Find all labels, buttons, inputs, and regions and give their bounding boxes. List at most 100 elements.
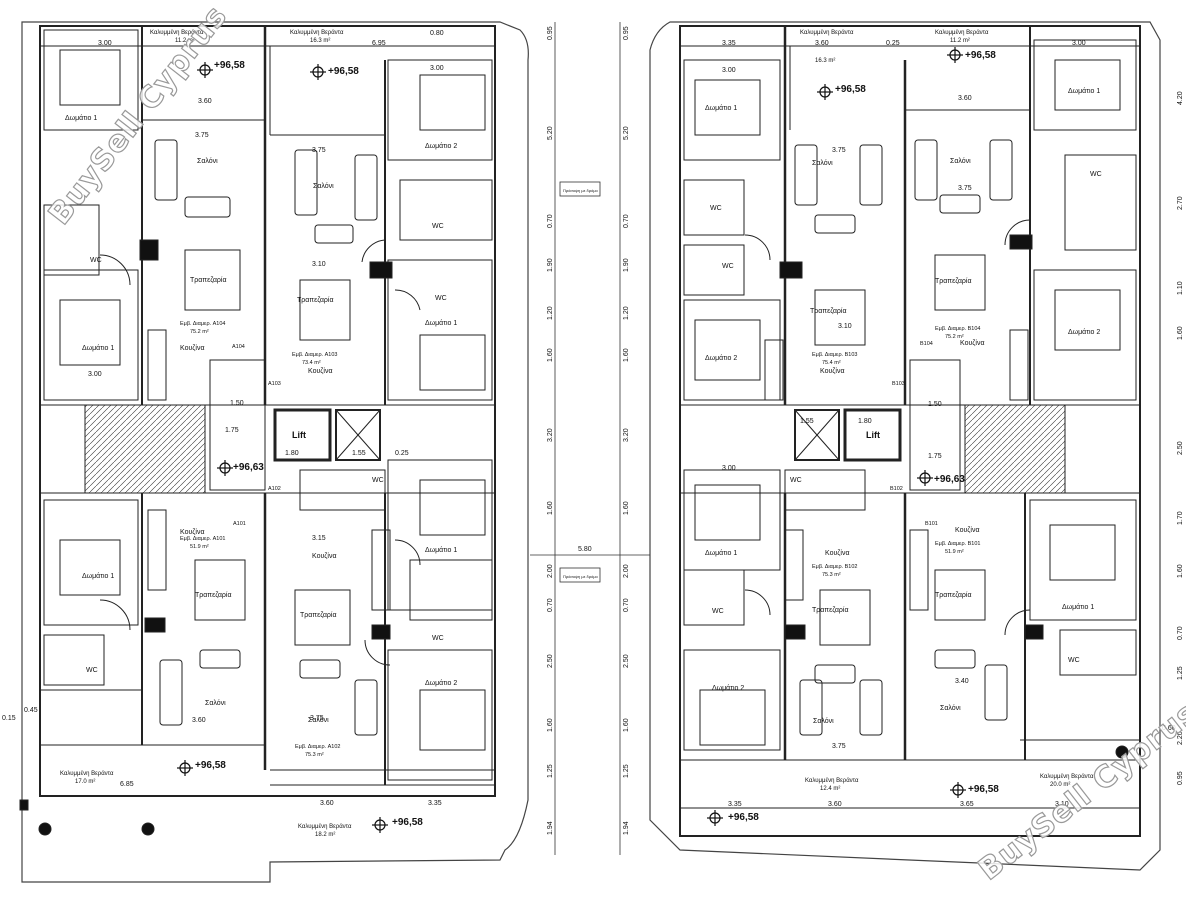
dimension: 3.20	[547, 428, 554, 442]
room-label: Σαλόνι	[197, 157, 218, 165]
dimension: 3.75	[312, 147, 326, 154]
dimension: 2.00	[623, 564, 630, 578]
flat-area-label: Εμβ. Διαμερ. B104	[935, 326, 980, 332]
flat-area: 73.4 m²	[302, 360, 321, 366]
dimension: 3.35	[428, 800, 442, 807]
dimension: 0.25	[395, 450, 409, 457]
veranda-label: Καλυμμένη Βεράντα	[298, 823, 352, 830]
dimension: 1.25	[547, 764, 554, 778]
dimension: 4.20	[1177, 91, 1184, 105]
dimension: 3.75	[195, 132, 209, 139]
flat-area: 75.2 m²	[945, 334, 964, 340]
veranda-area: 12.4 m²	[820, 786, 840, 792]
dimension: 3.00	[430, 65, 444, 72]
dimension: 1.75	[928, 453, 942, 460]
dimension: 2.00	[547, 564, 554, 578]
room-label: Δωμάτιο 1	[425, 319, 457, 327]
elevation-label: +96,58	[835, 84, 866, 95]
room-label: Σαλόνι	[940, 704, 961, 712]
dimension: 3.60	[198, 98, 212, 105]
dimension: 1.55	[352, 450, 366, 457]
dimension: 0.95	[623, 26, 630, 40]
dimension: 0.70	[547, 598, 554, 612]
veranda-label: Καλυμμένη Βεράντα	[290, 29, 344, 36]
room-label: Κουζίνα	[820, 367, 845, 375]
elevation-label: +96,58	[965, 50, 996, 61]
room-label: Δωμάτιο 1	[82, 572, 114, 580]
facade-label: Πρόσοψη με δρόμο	[563, 188, 599, 193]
flat-code: B102	[890, 486, 903, 492]
elevation-label: +96,58	[968, 784, 999, 795]
room-label: WC	[1068, 657, 1080, 664]
dimension: 1.50	[230, 400, 244, 407]
dimension: 2.50	[1177, 441, 1184, 455]
flat-code: A101	[233, 521, 246, 527]
dimension: 1.80	[285, 450, 299, 457]
flat-code: B103	[892, 381, 905, 387]
flat-code: A103	[268, 381, 281, 387]
room-label: Σαλόνι	[313, 182, 334, 190]
veranda-area: 20.0 m²	[1050, 782, 1070, 788]
room-label: Δωμάτιο 2	[712, 684, 744, 692]
dimension: 3.60	[815, 40, 829, 47]
dimension: 3.10	[1055, 801, 1069, 808]
flat-area-label: Εμβ. Διαμερ. B103	[812, 352, 857, 358]
room-label: Δωμάτιο 2	[1068, 328, 1100, 336]
dimension: 1.50	[928, 401, 942, 408]
dimension: 3.60	[192, 717, 206, 724]
room-label: Κουζίνα	[960, 339, 985, 347]
flat-area: 75.4 m²	[822, 360, 841, 366]
flat-area: 75.3 m²	[822, 572, 841, 578]
flat-code: A102	[268, 486, 281, 492]
lift-label: Lift	[866, 430, 880, 440]
elevation-label: +96,58	[214, 60, 245, 71]
veranda-area: 16.3 m²	[310, 38, 330, 44]
dimension: 0.95	[1177, 771, 1184, 785]
labels: +96,58 +96,58 +96,63 +96,58 +96,58 +96,5…	[2, 26, 1184, 838]
dimension: 1.90	[547, 258, 554, 272]
room-label: Δωμάτιο 2	[425, 679, 457, 687]
dimension: 1.25	[623, 764, 630, 778]
dimension: 5.20	[547, 126, 554, 140]
dimension: 1.25	[1177, 666, 1184, 680]
dimension: 3.00	[722, 465, 736, 472]
dimension: 3.60	[958, 95, 972, 102]
building-a	[19, 21, 529, 883]
veranda-label: Καλυμμένη Βεράντα	[60, 770, 114, 777]
room-label: WC	[1090, 171, 1102, 178]
room-label: Τραπεζαρία	[812, 606, 849, 614]
dimension: 3.00	[1072, 40, 1086, 47]
dimension: 2.70	[1177, 196, 1184, 210]
room-label: Κουζίνα	[180, 528, 205, 536]
room-label: Κουζίνα	[825, 549, 850, 557]
dimension: 0.15	[2, 715, 16, 722]
dimension: 3.00	[722, 67, 736, 74]
dimension: 1.70	[1177, 511, 1184, 525]
room-label: Σαλόνι	[308, 716, 329, 724]
veranda-area: 16.3 m²	[815, 58, 835, 64]
veranda-label: Καλυμμένη Βεράντα	[805, 777, 859, 784]
dimension: 2.20	[1177, 731, 1184, 745]
room-label: Δωμάτιο 1	[425, 546, 457, 554]
center-dimension-strip	[530, 22, 650, 855]
flat-area: 75.2 m²	[190, 329, 209, 335]
room-label: WC	[435, 295, 447, 302]
dimension: 6.95	[372, 40, 386, 47]
dimension: 3.35	[722, 40, 736, 47]
flat-area: 51.9 m²	[945, 549, 964, 555]
dimension: 3.75	[832, 147, 846, 154]
elevation-label: +96,58	[728, 812, 759, 823]
dimension: 5.20	[623, 126, 630, 140]
flat-area: 51.9 m²	[190, 544, 209, 550]
dimension: 0.95	[547, 26, 554, 40]
room-label: Σαλόνι	[812, 159, 833, 167]
room-label: Τραπεζαρία	[300, 611, 337, 619]
room-label: WC	[432, 635, 444, 642]
elevation-label: +96,58	[195, 760, 226, 771]
room-label: Κουζίνα	[308, 367, 333, 375]
dimension: 6.85	[120, 781, 134, 788]
dimension: 3.60	[320, 800, 334, 807]
room-label: Δωμάτιο 1	[82, 344, 114, 352]
dimension: 1.20	[547, 306, 554, 320]
dimension: 3.75	[832, 743, 846, 750]
